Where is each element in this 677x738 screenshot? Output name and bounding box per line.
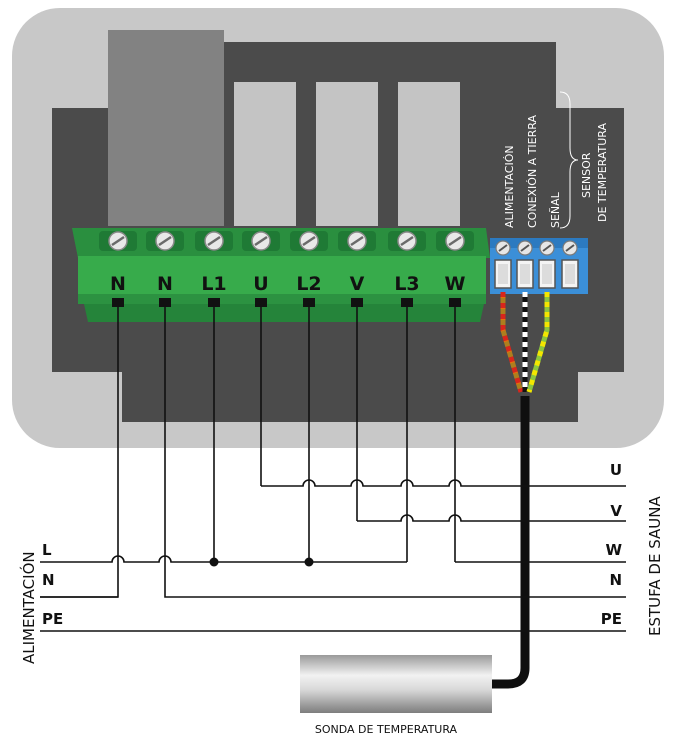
terminal-label-1: N	[110, 273, 126, 295]
left-line-label-L: L	[42, 541, 52, 559]
sensor-label-ground: CONEXIÓN A TIERRA	[526, 115, 539, 228]
right-line-label-PE: PE	[601, 610, 622, 628]
junction-dot-2	[304, 557, 314, 567]
sensor-slot-2	[516, 240, 534, 289]
terminal-label-8: W	[445, 273, 466, 295]
relay-main	[108, 30, 224, 226]
terminal-pin-1	[112, 298, 124, 307]
sensor-slot-3	[538, 240, 556, 289]
sensor-wires	[488, 292, 550, 689]
terminal-screw-4	[242, 231, 280, 251]
terminal-screw-6	[338, 231, 376, 251]
probe-label: SONDA DE TEMPERATURA	[315, 723, 458, 736]
line-v	[357, 514, 626, 522]
terminal-label-6: V	[350, 273, 365, 295]
relay-1	[234, 82, 296, 226]
right-line-label-N: N	[609, 571, 622, 589]
sensor-bracket	[559, 91, 579, 229]
terminal-screw-5	[290, 231, 328, 251]
terminal-pin-2	[159, 298, 171, 307]
terminal-screw-7	[388, 231, 426, 251]
sensor-group-label-1: SENSOR	[580, 152, 593, 198]
sensor-slot-1	[494, 240, 512, 289]
relay-2	[316, 82, 378, 226]
terminal-label-5: L2	[296, 273, 321, 295]
terminal-pin-8	[449, 298, 461, 307]
sensor-label-power: ALIMENTACIÓN	[503, 145, 516, 228]
left-group-label: ALIMENTACIÓN	[19, 551, 38, 664]
terminal-screw-1	[99, 231, 137, 251]
right-line-label-W: W	[605, 541, 622, 559]
sensor-slot-4	[561, 240, 579, 289]
terminal-pin-4	[255, 298, 267, 307]
terminal-label-4: U	[253, 273, 268, 295]
terminal-screw-2	[146, 231, 184, 251]
terminal-screw-3	[195, 231, 233, 251]
right-line-label-V: V	[610, 502, 622, 520]
terminal-label-2: N	[157, 273, 173, 295]
terminal-pin-3	[208, 298, 220, 307]
line-u	[261, 479, 626, 487]
terminal-label-3: L1	[201, 273, 226, 295]
right-line-label-U: U	[610, 461, 622, 479]
relay-3	[398, 82, 460, 226]
wiring	[40, 307, 626, 632]
temperature-probe	[300, 655, 492, 713]
sensor-group-label-2: DE TEMPERATURA	[596, 123, 609, 222]
right-group-label: ESTUFA DE SAUNA	[646, 496, 664, 636]
wire-n2	[164, 307, 626, 598]
terminal-screw-8	[436, 231, 474, 251]
terminal-pin-7	[401, 298, 413, 307]
terminal-label-7: L3	[394, 273, 419, 295]
line-l	[40, 555, 407, 563]
left-line-label-N: N	[42, 571, 55, 589]
sensor-label-signal: SEÑAL	[549, 191, 562, 228]
left-line-label-PE: PE	[42, 610, 63, 628]
terminal-pin-6	[351, 298, 363, 307]
junction-dot-1	[209, 557, 219, 567]
terminal-pin-5	[303, 298, 315, 307]
